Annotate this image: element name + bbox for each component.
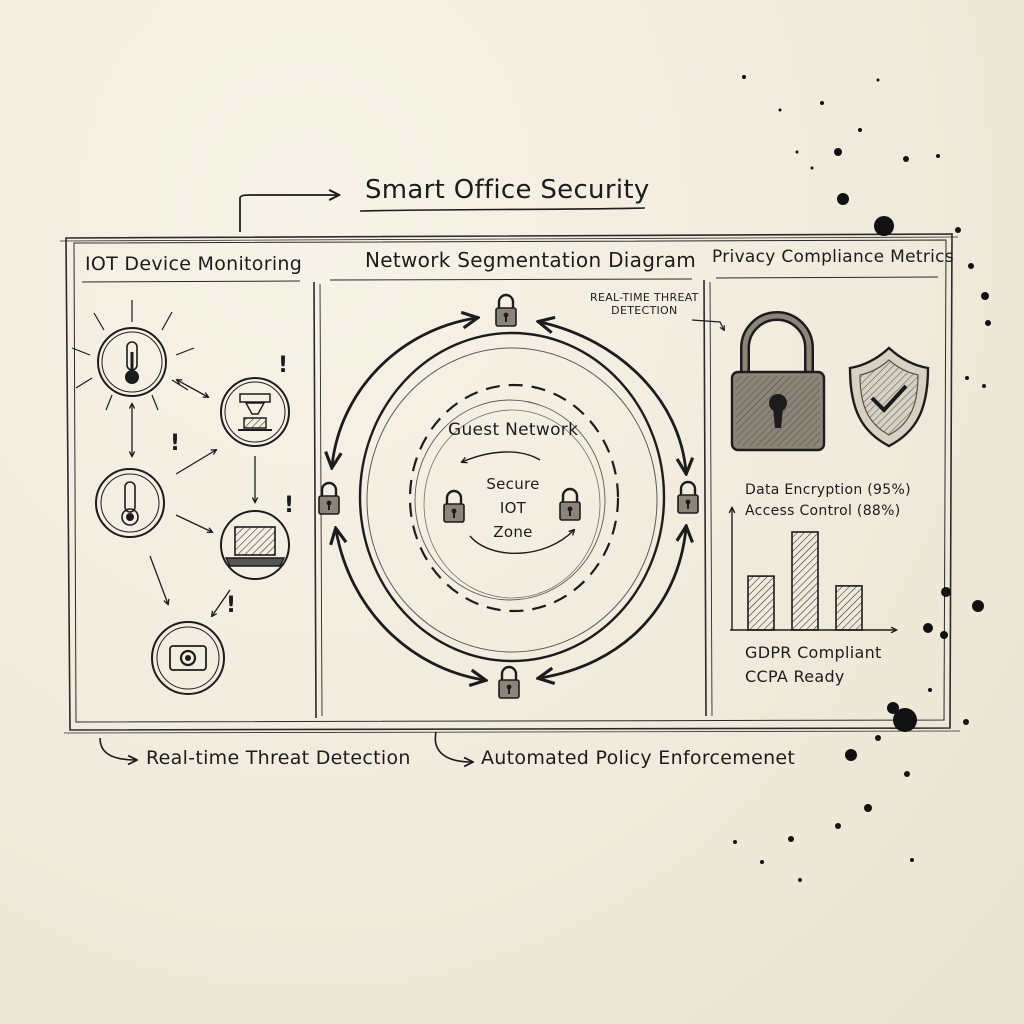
metric-encryption: Data Encryption (95%)	[745, 482, 911, 498]
ink-splatter	[733, 75, 991, 882]
guest-network-label: Guest Network	[448, 420, 579, 440]
coffee-maker-icon	[220, 377, 290, 447]
privacy-panel-heading: Privacy Compliance Metrics	[712, 247, 954, 267]
thermometer-icon	[97, 327, 167, 397]
alert-mark: !	[226, 593, 236, 618]
lock-icon	[317, 481, 341, 516]
compliance-ccpa: CCPA Ready	[745, 667, 845, 686]
alert-marks: ! ! ! !	[170, 353, 294, 618]
main-frame	[59, 233, 961, 734]
threat-detection-note: REAL-TIME THREAT DETECTION	[590, 291, 699, 317]
chart-bar	[747, 575, 775, 631]
lock-icon	[442, 489, 466, 524]
laptop-icon	[220, 510, 290, 580]
iot-diagram	[71, 300, 290, 695]
network-panel-heading: Network Segmentation Diagram	[365, 248, 697, 272]
shield-check-icon	[848, 346, 930, 448]
compliance-gdpr: GDPR Compliant	[745, 643, 882, 662]
secure-zone-line: Zone	[493, 523, 533, 541]
metric-access-control: Access Control (88%)	[745, 503, 901, 519]
secure-zone-line: IOT	[499, 499, 527, 517]
lock-icon	[730, 311, 826, 452]
lock-icon	[676, 480, 700, 515]
note-line: DETECTION	[611, 304, 678, 317]
thermometer-icon	[95, 468, 165, 538]
footer-threat-detection: Real-time Threat Detection	[146, 747, 411, 769]
alert-mark: !	[278, 353, 288, 378]
title-arrow	[239, 195, 646, 232]
secure-zone-line: Secure	[486, 475, 540, 493]
alert-mark: !	[284, 493, 294, 518]
network-diagram	[332, 318, 724, 680]
alert-mark: !	[170, 431, 180, 456]
camera-icon	[151, 621, 225, 695]
chart-bar	[835, 585, 863, 631]
lock-icon	[497, 665, 521, 700]
footer-policy-enforcement: Automated Policy Enforcemenet	[481, 747, 796, 769]
compliance-bar-chart	[730, 508, 896, 630]
secure-zone-label: Secure IOT Zone	[480, 472, 546, 544]
iot-panel-heading: IOT Device Monitoring	[85, 253, 303, 275]
footer-arrows	[99, 731, 472, 762]
page-title: Smart Office Security	[365, 175, 650, 205]
note-line: REAL-TIME THREAT	[590, 291, 699, 304]
lock-icon	[494, 293, 518, 328]
lock-icon	[558, 487, 582, 522]
chart-bar	[791, 531, 819, 631]
